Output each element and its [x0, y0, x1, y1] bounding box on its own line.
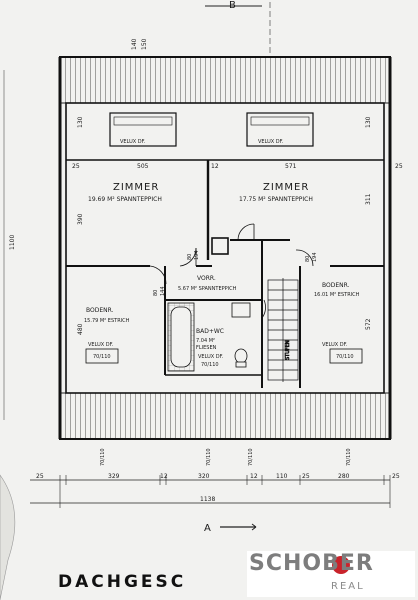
room-bad-wc: BAD+WC 7.04 M² FLIESEN — [196, 328, 224, 351]
outer-walls — [58, 56, 392, 440]
window-top-left: VELUX DF. — [109, 112, 177, 147]
svg-text:25: 25 — [302, 473, 310, 480]
svg-text:572: 572 — [365, 318, 372, 330]
svg-text:12: 12 — [160, 473, 168, 480]
room-vorr: VORR. 5.67 M² SPANNTEPPICH — [178, 275, 237, 292]
stairs-label: STUFEN — [285, 340, 291, 360]
svg-text:12: 12 — [250, 473, 258, 480]
section-label-a: A — [204, 523, 212, 534]
svg-text:80: 80 — [305, 256, 311, 262]
velux-size-bath: 70/110 — [201, 362, 219, 368]
bathroom-fixtures — [167, 302, 251, 372]
svg-text:70/110: 70/110 — [206, 448, 212, 466]
velux-label-right: VELUX DF. — [322, 342, 348, 348]
velux-size-left: 70/110 — [93, 354, 111, 360]
logo-sub: REAL — [331, 581, 365, 592]
svg-text:25: 25 — [36, 473, 44, 480]
svg-text:150: 150 — [141, 38, 148, 50]
svg-text:70/110: 70/110 — [248, 448, 254, 466]
svg-text:311: 311 — [365, 193, 372, 205]
svg-text:80: 80 — [153, 290, 159, 296]
interior-walls — [66, 160, 384, 388]
logo-dot-icon — [332, 556, 350, 574]
window-top-right: VELUX DF. — [246, 112, 314, 147]
room-name: VORR. — [197, 275, 216, 282]
paper-fold — [0, 474, 16, 600]
svg-text:80: 80 — [187, 254, 193, 260]
room-area: 16.01 M² ESTRICH — [314, 292, 360, 298]
svg-text:320: 320 — [198, 473, 210, 480]
staircase: STUFEN — [267, 278, 299, 382]
room-bodenr-left: BODENR. 15.79 M² ESTRICH — [84, 307, 130, 324]
room-zimmer-right: ZIMMER 17.75 M² SPANNTEPPICH — [239, 182, 313, 203]
velux-label-top-right: VELUX DF. — [258, 139, 284, 145]
room-bodenr-right: BODENR. 16.01 M² ESTRICH — [314, 282, 360, 298]
svg-text:130: 130 — [77, 116, 84, 128]
drawing-title: DACHGESC — [58, 572, 187, 592]
svg-text:390: 390 — [77, 213, 84, 225]
room-name: ZIMMER — [263, 182, 309, 193]
svg-text:110: 110 — [276, 473, 288, 480]
room-area: 5.67 M² SPANNTEPPICH — [178, 286, 237, 292]
svg-text:25: 25 — [72, 163, 80, 170]
velux-label-left: VELUX DF. — [88, 342, 114, 348]
roof-hatch-top — [59, 56, 391, 104]
svg-text:70/110: 70/110 — [100, 448, 106, 466]
room-name: ZIMMER — [113, 182, 159, 193]
svg-text:25: 25 — [392, 473, 400, 480]
room-zimmer-left: ZIMMER 19.69 M² SPANNTEPPICH — [88, 182, 162, 203]
section-mark-a: A — [204, 523, 257, 534]
window-right — [329, 348, 363, 364]
svg-text:140: 140 — [131, 38, 138, 50]
svg-text:144: 144 — [160, 286, 166, 296]
room-area: 7.04 M² — [196, 338, 215, 344]
dimension-chain-bottom: 25 329 12 320 12 110 25 280 25 1138 — [30, 473, 400, 508]
room-name: BAD+WC — [196, 328, 224, 335]
room-area: 19.69 M² SPANNTEPPICH — [88, 196, 162, 203]
roof-hatch-bottom — [59, 392, 391, 440]
window-left — [85, 348, 119, 364]
svg-text:12: 12 — [211, 163, 219, 170]
svg-text:25: 25 — [395, 163, 403, 170]
brand-logo: SCHOBER REAL — [247, 551, 415, 597]
velux-size-right: 70/110 — [336, 354, 354, 360]
room-area: 17.75 M² SPANNTEPPICH — [239, 196, 313, 203]
door-swings — [149, 223, 314, 319]
svg-text:571: 571 — [285, 163, 297, 170]
svg-text:329: 329 — [108, 473, 120, 480]
svg-text:280: 280 — [338, 473, 350, 480]
svg-text:194: 194 — [194, 250, 200, 260]
svg-text:1100: 1100 — [9, 235, 16, 250]
svg-text:130: 130 — [365, 116, 372, 128]
svg-text:70/110: 70/110 — [346, 448, 352, 466]
room-area: 15.79 M² ESTRICH — [84, 318, 130, 324]
svg-text:505: 505 — [137, 163, 149, 170]
room-name: BODENR. — [322, 282, 350, 289]
dimension-labels: 140 150 130 130 505 12 571 25 25 390 311… — [9, 38, 403, 466]
total-width: 1138 — [200, 496, 215, 503]
velux-label-bath: VELUX DF. — [198, 354, 224, 360]
logo-name: SCHOBER — [249, 551, 374, 576]
room-finish: FLIESEN — [196, 345, 217, 351]
svg-text:194: 194 — [312, 252, 318, 262]
velux-label-top-left: VELUX DF. — [120, 139, 146, 145]
section-label-b: B — [229, 0, 237, 11]
section-mark-b: B — [205, 0, 262, 11]
svg-text:480: 480 — [77, 323, 84, 335]
room-name: BODENR. — [86, 307, 114, 314]
